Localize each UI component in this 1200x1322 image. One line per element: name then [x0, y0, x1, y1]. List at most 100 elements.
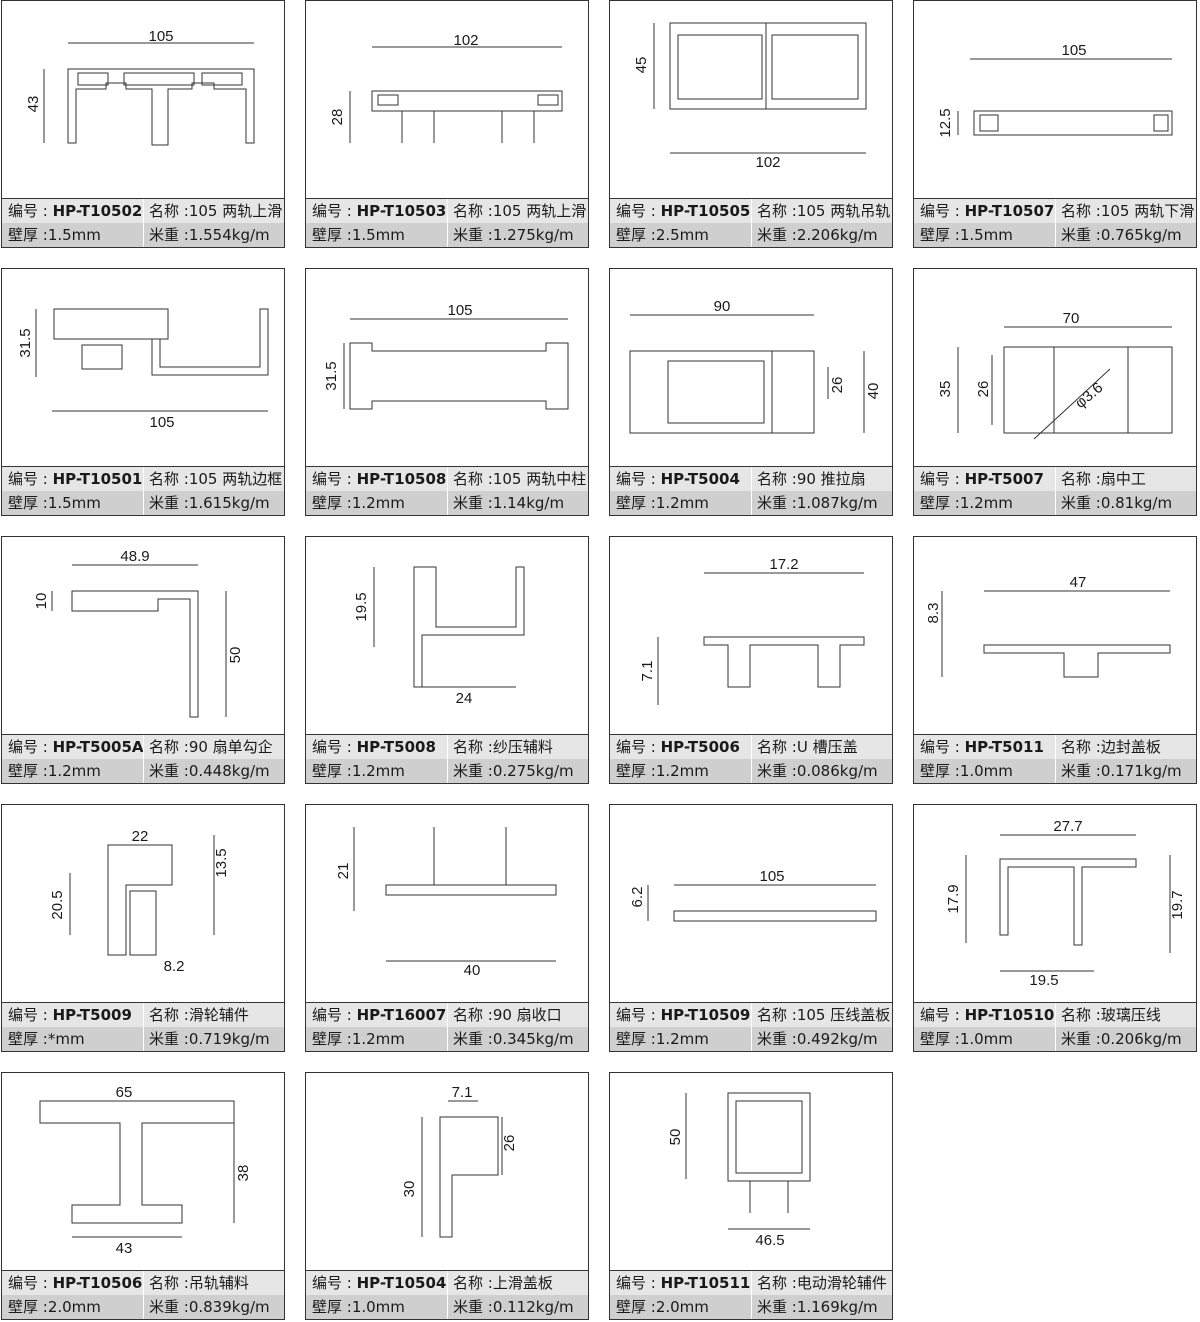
- dim-label: 10: [33, 593, 50, 610]
- profile-drawing: 22 20.5 13.5 8.2: [2, 805, 284, 1002]
- dim-label: 12.5: [937, 108, 954, 137]
- code-label: 编号 : HP-T10511: [616, 1274, 751, 1292]
- code-label: 编号 : HP-T10507: [920, 202, 1055, 220]
- wall-thickness: 1.5mm: [47, 494, 101, 512]
- product-name: 吊轨辅料: [188, 1274, 249, 1292]
- meter-weight: 1.169kg/m: [796, 1298, 878, 1316]
- meter-weight: 2.206kg/m: [796, 226, 878, 244]
- profile-drawing: 45 102: [610, 1, 892, 198]
- name-label: 名称 :90 推拉扇: [757, 470, 866, 488]
- product-name: 105 压线盖板: [796, 1006, 891, 1024]
- product-name: 滑轮辅件: [188, 1006, 249, 1024]
- wall-thickness: 1.5mm: [959, 226, 1013, 244]
- product-code: HP-T5007: [964, 470, 1044, 488]
- profile-drawing: 21 40: [306, 805, 588, 1002]
- dim-label: 19.5: [1029, 972, 1058, 989]
- profile-drawing: 7.1 26 30: [306, 1073, 588, 1270]
- weight-label: 米重 :0.275kg/m: [453, 762, 574, 780]
- code-label: 编号 : HP-T5004: [616, 470, 740, 488]
- dim-label: 19.5: [353, 592, 370, 621]
- weight-label: 米重 :0.492kg/m: [757, 1030, 878, 1048]
- dim-label: 38: [235, 1165, 252, 1182]
- code-label: 编号 : HP-T5007: [920, 470, 1044, 488]
- weight-label: 米重 :1.087kg/m: [757, 494, 878, 512]
- wall-thickness: *mm: [47, 1030, 85, 1048]
- profile-drawing: 105 43: [2, 1, 284, 198]
- product-code: HP-T10509: [660, 1006, 751, 1024]
- product-code: HP-T10510: [964, 1006, 1055, 1024]
- dim-label: 6.2: [629, 887, 646, 908]
- code-label: 编号 : HP-T5008: [312, 738, 436, 756]
- dim-label: 43: [25, 96, 42, 113]
- code-label: 编号 : HP-T10508: [312, 470, 447, 488]
- wall-label: 壁厚 :1.5mm: [8, 226, 101, 244]
- weight-label: 米重 :1.615kg/m: [149, 494, 270, 512]
- product-name: 105 两轨吊轨: [796, 202, 891, 220]
- weight-label: 米重 :0.345kg/m: [453, 1030, 574, 1048]
- dim-label: 22: [132, 828, 149, 845]
- weight-label: 米重 :1.554kg/m: [149, 226, 270, 244]
- wall-thickness: 2.0mm: [47, 1298, 101, 1316]
- product-name: 90 扇收口: [492, 1006, 562, 1024]
- weight-label: 米重 :0.765kg/m: [1061, 226, 1182, 244]
- wall-label: 壁厚 :1.2mm: [920, 494, 1013, 512]
- wall-label: 壁厚 :2.0mm: [616, 1298, 709, 1316]
- profile-drawing: 105 6.2: [610, 805, 892, 1002]
- dim-label: 26: [829, 377, 846, 394]
- name-label: 名称 :90 扇收口: [453, 1006, 562, 1024]
- dim-label: 7.1: [639, 661, 656, 682]
- dim-label: 8.3: [925, 603, 942, 624]
- dim-label: 105: [759, 868, 784, 885]
- wall-label: 壁厚 :1.5mm: [312, 226, 405, 244]
- wall-thickness: 1.2mm: [655, 762, 709, 780]
- meter-weight: 0.171kg/m: [1100, 762, 1182, 780]
- dim-label: 27.7: [1053, 818, 1082, 835]
- profile-drawing: 19.5 24: [306, 537, 588, 734]
- product-name: 105 两轨中柱: [492, 470, 587, 488]
- profile-drawing: 50 46.5: [610, 1073, 892, 1270]
- product-name: 105 两轨下滑: [1100, 202, 1195, 220]
- meter-weight: 0.206kg/m: [1100, 1030, 1182, 1048]
- product-code: HP-T10504: [356, 1274, 447, 1292]
- product-card-hp-t10508: 105 31.5 编号 : HP-T10508 名称 :105 两轨中柱 壁厚 :…: [305, 268, 589, 516]
- meter-weight: 0.492kg/m: [796, 1030, 878, 1048]
- name-label: 名称 :扇中工: [1061, 470, 1146, 488]
- name-label: 名称 :105 两轨中柱: [453, 470, 587, 488]
- name-label: 名称 :105 两轨边框: [149, 470, 283, 488]
- wall-label: 壁厚 :1.2mm: [312, 494, 405, 512]
- meter-weight: 0.719kg/m: [188, 1030, 270, 1048]
- product-name: 玻璃压线: [1100, 1006, 1161, 1024]
- name-label: 名称 :105 两轨上滑: [453, 202, 587, 220]
- weight-label: 米重 :2.206kg/m: [757, 226, 878, 244]
- weight-label: 米重 :1.169kg/m: [757, 1298, 878, 1316]
- weight-label: 米重 :0.81kg/m: [1061, 494, 1173, 512]
- wall-label: 壁厚 :*mm: [8, 1030, 85, 1048]
- code-label: 编号 : HP-T10503: [312, 202, 447, 220]
- profile-drawing: 65 38 43: [2, 1073, 284, 1270]
- profile-drawing: 70 35 26 φ3.6: [914, 269, 1196, 466]
- wall-thickness: 2.0mm: [655, 1298, 709, 1316]
- dim-label: 105: [148, 28, 173, 45]
- meter-weight: 1.615kg/m: [188, 494, 270, 512]
- weight-label: 米重 :1.275kg/m: [453, 226, 574, 244]
- dim-label: 50: [227, 647, 244, 664]
- product-name: 90 推拉扇: [796, 470, 866, 488]
- name-label: 名称 :105 压线盖板: [757, 1006, 891, 1024]
- name-label: 名称 :边封盖板: [1061, 738, 1161, 756]
- name-label: 名称 :纱压辅料: [453, 738, 553, 756]
- weight-label: 米重 :0.448kg/m: [149, 762, 270, 780]
- profile-drawing: 105 31.5: [306, 269, 588, 466]
- dim-label: 24: [456, 690, 473, 707]
- product-name: 上滑盖板: [492, 1274, 553, 1292]
- name-label: 名称 :上滑盖板: [453, 1274, 553, 1292]
- dim-label: 102: [755, 154, 780, 171]
